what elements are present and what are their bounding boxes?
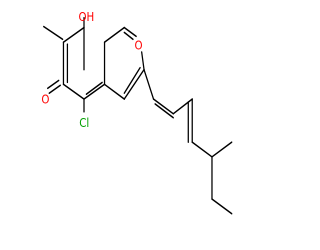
bond-c6-c5 — [62, 83, 85, 100]
bond-chain1-chain2 — [152, 98, 174, 115]
molecule-structure-diagram: OH O O Cl — [0, 0, 250, 250]
bond-o2-c3 — [141, 51, 145, 71]
bond-c1-o2-double — [123, 31, 134, 41]
bond-c6-ketone-double — [48, 84, 61, 94]
chlorine-label: Cl — [79, 115, 89, 130]
bond-chain2-methyl — [172, 98, 193, 115]
bond-chain4-methyl — [211, 141, 233, 158]
ring-oxygen-label: O — [135, 37, 143, 52]
atom-labels: OH O O Cl — [41, 9, 142, 130]
bond-c1-o2 — [123, 26, 137, 38]
bond-chain5-chain6 — [211, 198, 233, 215]
bond-c8a-c1 — [103, 26, 125, 44]
bond-c5-c4a — [83, 83, 106, 100]
bond-c3-c4-double — [123, 66, 141, 94]
bonds — [43, 16, 233, 215]
bond-c5-c4a-double — [85, 81, 103, 95]
bond-c3-chain1 — [143, 68, 155, 100]
bond-c6-ketone — [47, 79, 60, 90]
bond-c3-c4 — [123, 68, 145, 100]
bond-c7-c8 — [62, 26, 85, 44]
ketone-oxygen-label: O — [41, 91, 49, 106]
hydroxyl-label: OH — [78, 9, 94, 24]
bond-c4-c4a — [103, 83, 125, 100]
bond-chain3-chain4 — [191, 141, 213, 158]
bond-chain1-chain2-double — [154, 103, 174, 119]
bond-c7-methyl — [43, 25, 64, 41]
diagram-background — [0, 0, 250, 250]
